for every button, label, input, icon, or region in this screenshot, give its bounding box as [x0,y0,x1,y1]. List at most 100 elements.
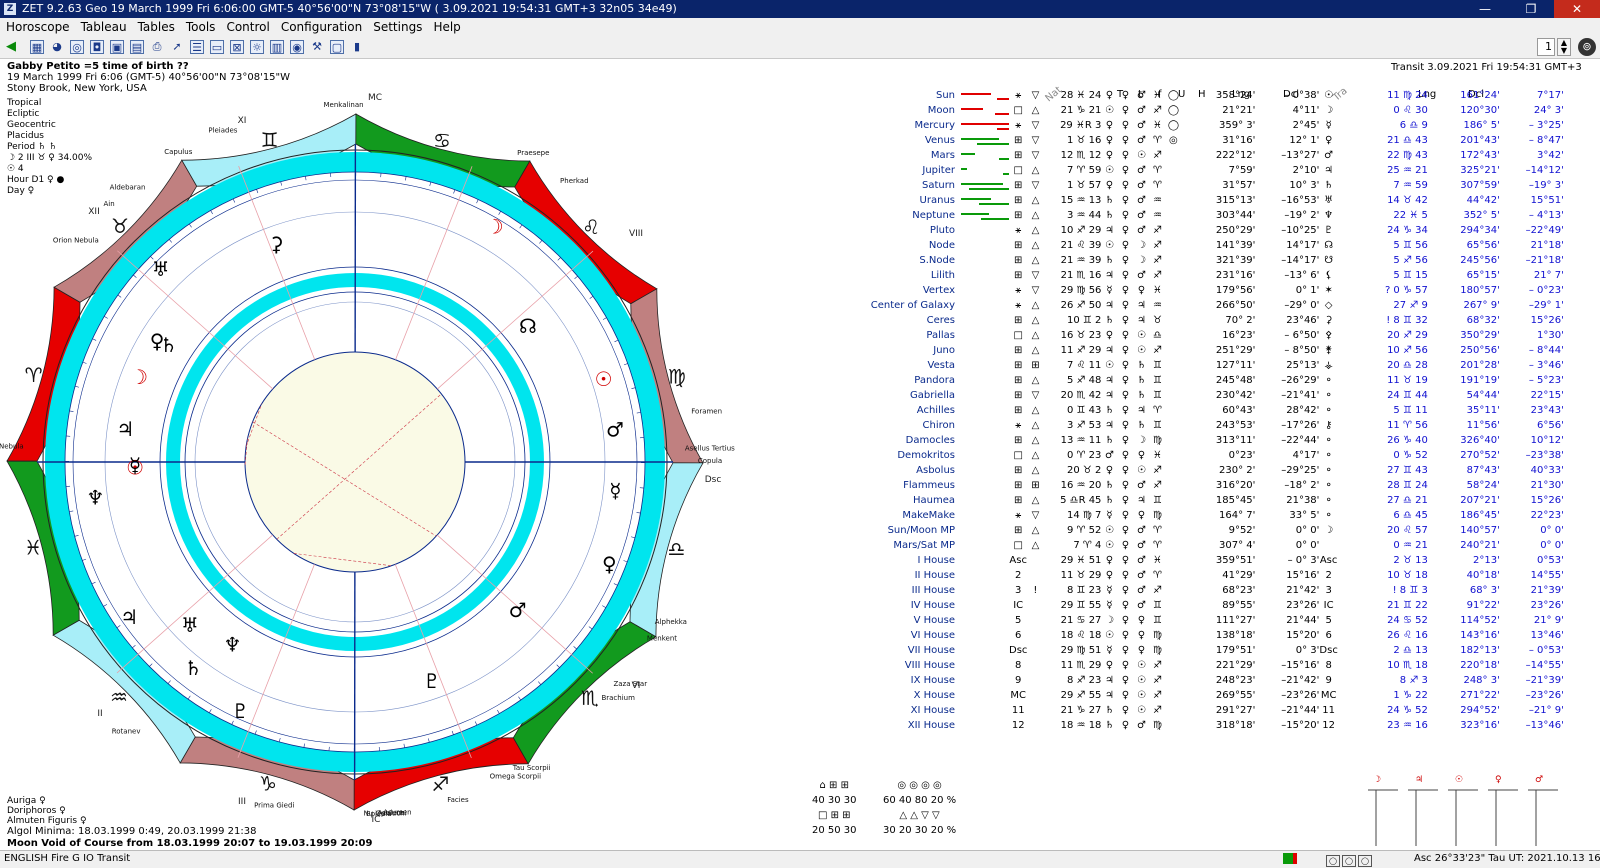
table-row[interactable]: Flammeus⊞⊞16 ♒ 20♄♀♂♐316°20'–18° 2'⚬28 ♊… [855,478,1564,493]
degree-tick [557,665,560,668]
bookmark-icon[interactable]: ▮ [350,40,364,54]
row-ruler-U: ♍ [1149,628,1165,643]
status-icon-2[interactable]: ◯ [1342,855,1356,867]
row-glyph-2: △ [1027,313,1043,328]
row-ruler-U: ♍ [1149,508,1165,523]
table-row[interactable]: Asbolus⊞△20 ♉ 2♀♀☉♐230° 2'–29°25'⚬27 ♊ 4… [855,463,1564,478]
globe-icon[interactable]: ◕ [50,40,64,54]
maximize-button[interactable]: ❐ [1508,0,1554,18]
row-ruler-U: ♐ [1149,268,1165,283]
row-transit-longitude: 172°43' [1428,148,1500,163]
table-row[interactable]: S.Node⊞△21 ♒ 39♄♀☽♐321°39'–14°17'☋5 ♐ 56… [855,253,1564,268]
table-row[interactable]: Pluto⚹△10 ♐ 29♃♀♂♐250°29'–10°25'♇24 ♑ 34… [855,223,1564,238]
menu-settings[interactable]: Settings [367,18,427,36]
menu-configuration[interactable]: Configuration [275,18,367,36]
table-row[interactable]: Sun/Moon MP⊞△9 ♈ 52☉♀♂♈9°52'0° 0'☽20 ♌ 5… [855,523,1564,538]
row-longitude: 89°55' [1181,598,1255,613]
menu-tableau[interactable]: Tableau [75,18,132,36]
menu-tools[interactable]: Tools [180,18,221,36]
row-transit-symbol: ⚳ [1319,313,1337,328]
table-row[interactable]: Center of Galaxy⚹△26 ♐ 50♃♀♃♒266°50'–29°… [855,298,1564,313]
row-transit-declination: – 0°23' [1500,283,1564,298]
menu-control[interactable]: Control [220,18,274,36]
modality-stats: ◎ ◎ ◎ ◎ 60 40 80 20 % △ △ ▽ ▽ 30 20 30 2… [883,780,956,837]
close-button[interactable]: ✕ [1554,0,1600,18]
list-icon[interactable]: ☰ [190,40,204,54]
row-transit-longitude: 65°15' [1428,268,1500,283]
degree-tick [430,182,431,186]
sun-icon[interactable]: ☼ [250,40,264,54]
menu-horoscope[interactable]: Horoscope [0,18,75,36]
arrow-icon[interactable]: ➚ [170,40,184,54]
app-icon[interactable]: Z [4,3,16,15]
minimize-button[interactable]: — [1462,0,1508,18]
status-icon-3[interactable]: ◯ [1358,855,1372,867]
menu-tables[interactable]: Tables [132,18,180,36]
zodiac-sign-icon: ♓ [24,535,42,559]
aspect-icon[interactable]: ⊠ [230,40,244,54]
spinner-arrows[interactable]: ▲▼ [1557,38,1571,56]
table-row[interactable]: Pallas□△16 ♉ 23♀♀☉♎16°23'– 6°50'⚴20 ♐ 29… [855,328,1564,343]
table-row[interactable]: Neptune⊞△3 ♒ 44♄♀♂♒303°44'–19° 2'♆22 ♓ 5… [855,208,1564,223]
wheel-icon[interactable]: ◎ [70,40,84,54]
chart-icon[interactable]: ◘ [90,40,104,54]
row-position: 12 ♏ 12 [1043,148,1101,163]
table-row[interactable]: Uranus⊞△15 ♒ 13♄♀♂♒315°13'–16°53'♅14 ♉ 4… [855,193,1564,208]
page-spinner-input[interactable]: 1 [1537,38,1555,56]
grid-icon[interactable]: ▤ [130,40,144,54]
back-arrow-icon[interactable]: ◀ [4,40,18,54]
table-row[interactable]: Mars/Sat MP□△7 ♈ 4☉♀♂♈307° 4'0° 0'0 ♒ 21… [855,538,1564,553]
map-icon[interactable]: ▣ [110,40,124,54]
row-glyph-2 [1027,598,1043,613]
table-icon[interactable]: ▦ [30,40,44,54]
horoscope-wheel[interactable]: ♈♉♊♋♌♍♎♏♐♑♒♓☉☽☿♀♂♃♄♅♆♇☊⚳☉☽☿♀♂♃♄♅♆♇MCICDs… [0,60,830,850]
target-icon[interactable]: ◉ [290,40,304,54]
row-transit-position: 10 ♐ 56 [1338,343,1428,358]
print-icon[interactable]: ⎙ [150,40,164,54]
table-row[interactable]: Gabriella⊞▽20 ♏ 42♃♀♄♊230°42'–21°41'⚬24 … [855,388,1564,403]
tools-icon[interactable]: ⚒ [310,40,324,54]
table-row[interactable]: MakeMake⚹▽14 ♍ 7☿♀♀♍164° 7'33° 5'⚬6 ♎ 45… [855,508,1564,523]
lock-icon[interactable]: ⊚ [1578,38,1596,56]
menu-help[interactable]: Help [427,18,465,36]
window-icon[interactable]: ▢ [330,40,344,54]
table-row[interactable]: Haumea⊞△5 ♎R 45♄♀♃♊185°45'21°38'⚬27 ♎ 21… [855,493,1564,508]
table-row[interactable]: Vertex⚹▽29 ♍ 56☿♀♀♓179°56'0° 1'✶? 0 ♑ 57… [855,283,1564,298]
table-row[interactable]: Chiron⚹△3 ♐ 53♃♀♄♊243°53'–17°26'⚷11 ♈ 56… [855,418,1564,433]
row-ruler-T: ♀ [1101,148,1117,163]
row-glyph-1: ⊞ [1009,148,1027,163]
layers-icon[interactable]: ▥ [270,40,284,54]
row-declination: 0° 0' [1255,538,1319,553]
status-icon-1[interactable]: ◯ [1326,855,1340,867]
table-row[interactable]: Lilith⊞▽21 ♏ 16♃♀♂♐231°16'–13° 6'⚸5 ♊ 15… [855,268,1564,283]
page-icon[interactable]: ▭ [210,40,224,54]
table-row[interactable]: Pandora⊞△5 ♐ 48♃♀♄♊245°48'–26°29'⚬11 ♉ 1… [855,373,1564,388]
table-row[interactable]: Damocles⊞△13 ♒ 11♄♀☽♍313°11'–22°44'⚬26 ♑… [855,433,1564,448]
